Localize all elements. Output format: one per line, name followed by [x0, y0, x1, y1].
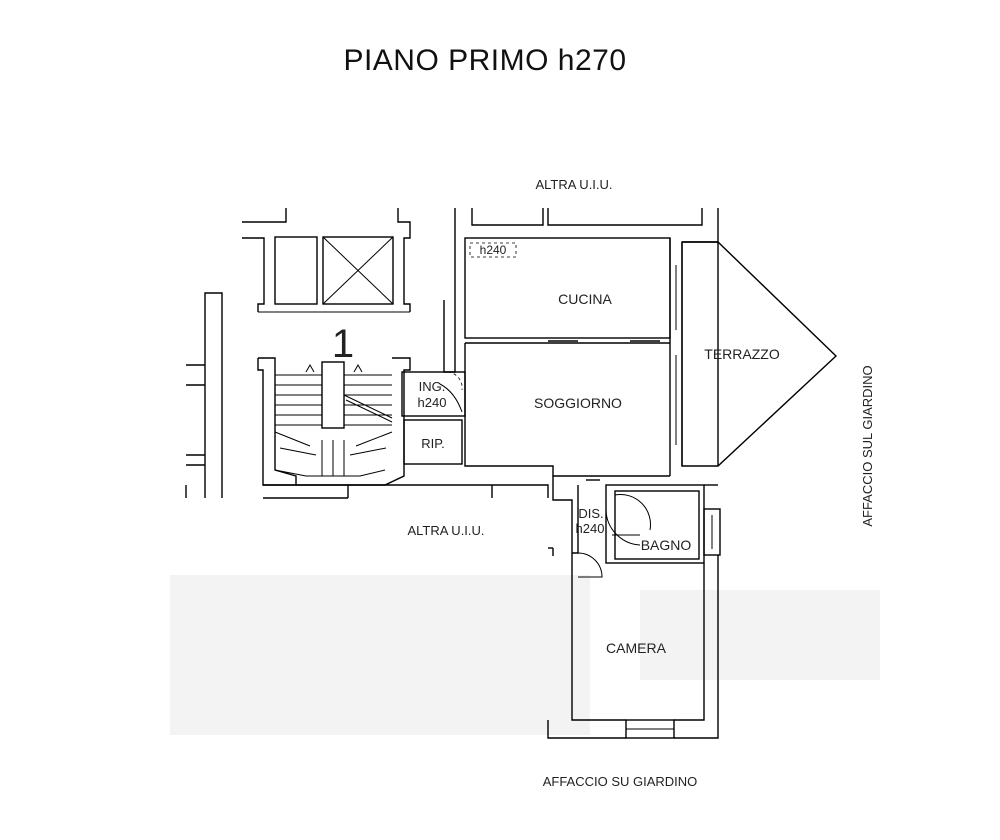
room-disimpegno-height: h240	[576, 521, 605, 536]
room-terrazzo: TERRAZZO	[704, 346, 780, 362]
page-title: PIANO PRIMO h270	[343, 44, 627, 77]
room-disimpegno: DIS.	[578, 506, 603, 521]
stair-core	[185, 208, 549, 499]
label-altra-uiu-left: ALTRA U.I.U.	[407, 523, 484, 538]
redacted-area	[170, 575, 590, 735]
label-affaccio-bottom: AFFACCIO SU GIARDINO	[543, 774, 698, 789]
label-affaccio-side: AFFACCIO SUL GIARDINO	[860, 365, 875, 526]
room-ingresso: ING.	[419, 379, 446, 394]
label-altra-uiu-top: ALTRA U.I.U.	[535, 177, 612, 192]
room-bagno: BAGNO	[641, 537, 692, 553]
redacted-area-right	[640, 590, 880, 680]
room-cucina: CUCINA	[558, 291, 612, 307]
room-camera: CAMERA	[606, 640, 667, 656]
apartment-walls	[401, 208, 838, 739]
room-ingresso-height: h240	[418, 395, 447, 410]
room-cucina-height: h240	[480, 243, 507, 257]
room-ripostiglio: RIP.	[421, 436, 445, 451]
room-soggiorno: SOGGIORNO	[534, 395, 622, 411]
staircase-number: 1	[332, 322, 354, 366]
